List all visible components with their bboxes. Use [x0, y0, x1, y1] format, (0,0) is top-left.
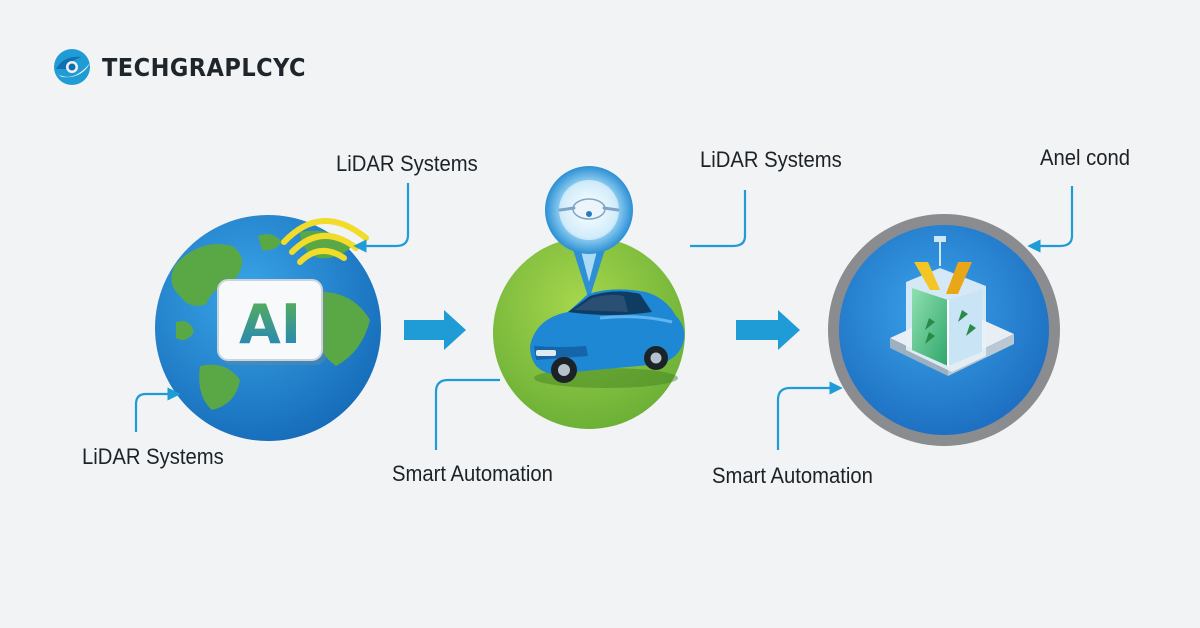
- label-smart-automation-right: Smart Automation: [712, 463, 873, 488]
- brand: TECHGRAPLCYC: [52, 44, 329, 90]
- flow-arrows: [404, 310, 800, 350]
- drone-icon: [558, 198, 620, 220]
- connector-lidar-top-left: [353, 183, 410, 253]
- label-anel-cond: Anel cond: [1040, 145, 1131, 170]
- car-node: [493, 166, 685, 429]
- location-pin-icon: [545, 166, 633, 300]
- ai-card-text: AI: [239, 293, 301, 356]
- label-lidar-top-left: LiDAR Systems: [336, 151, 478, 176]
- label-lidar-top-middle: LiDAR Systems: [700, 147, 842, 172]
- connector-lidar-top-middle: [690, 190, 747, 248]
- label-smart-automation-middle: Smart Automation: [392, 461, 553, 486]
- label-lidar-bottom-left: LiDAR Systems: [82, 444, 224, 469]
- brand-name: TECHGRAPLCYC: [102, 52, 307, 82]
- connector-anel-cond: [1027, 186, 1074, 253]
- callout-connectors: [134, 183, 1074, 450]
- smart-building-node: [828, 214, 1060, 446]
- ai-card: AI: [217, 279, 326, 365]
- connector-smart-right: [776, 381, 843, 450]
- building-icon: [906, 236, 986, 372]
- connector-smart-middle: [434, 378, 500, 450]
- car-icon: [530, 289, 685, 388]
- wifi-signal-icon: [281, 217, 369, 265]
- globe-ai-node: AI: [155, 215, 381, 441]
- arrow-right-icon-2: [736, 310, 800, 350]
- arrow-right-icon-1: [404, 310, 466, 350]
- connector-lidar-bottom-left: [134, 387, 181, 432]
- globe-swoosh-icon: [54, 49, 90, 85]
